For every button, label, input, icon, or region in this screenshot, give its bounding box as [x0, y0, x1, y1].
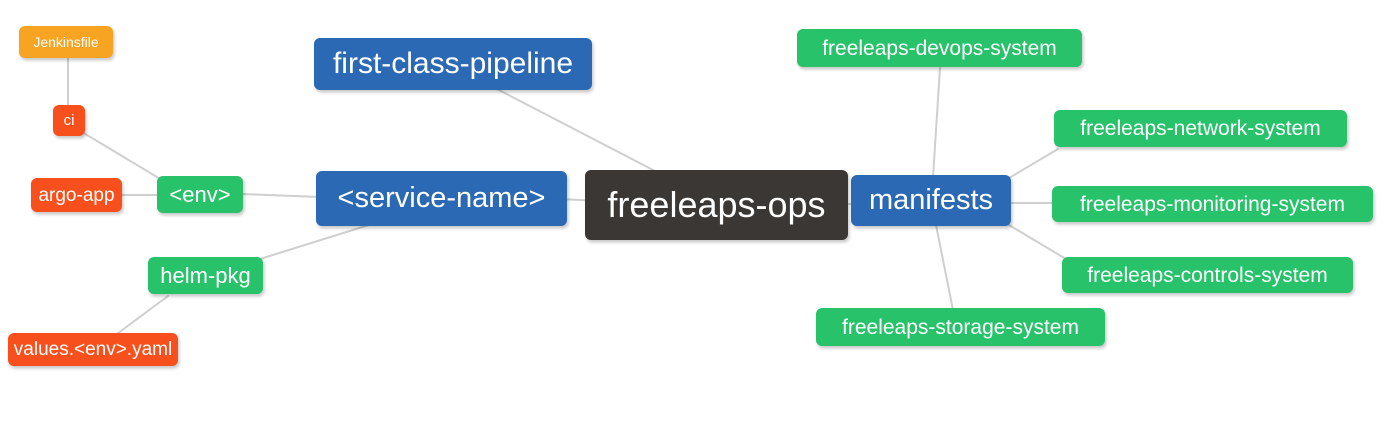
edge-manifests-freeleaps-network-system — [1003, 148, 1059, 182]
node-manifests[interactable]: manifests — [851, 175, 1011, 226]
node-service-name[interactable]: <service-name> — [316, 171, 567, 226]
edge-ci-env — [81, 131, 163, 181]
edge-helm-pkg-service-name — [259, 223, 373, 260]
edge-manifests-freeleaps-controls-system — [1003, 221, 1067, 260]
node-env[interactable]: <env> — [157, 176, 243, 213]
edge-manifests-freeleaps-storage-system — [935, 224, 954, 311]
node-freeleaps-devops-system[interactable]: freeleaps-devops-system — [797, 29, 1082, 67]
node-freeleaps-network-system[interactable]: freeleaps-network-system — [1054, 110, 1347, 147]
node-values-env-yaml[interactable]: values.<env>.yaml — [8, 333, 178, 366]
edge-manifests-freeleaps-devops-system — [932, 67, 941, 178]
node-helm-pkg[interactable]: helm-pkg — [148, 257, 263, 294]
node-ci[interactable]: ci — [53, 105, 85, 136]
node-freeleaps-controls-system[interactable]: freeleaps-controls-system — [1062, 257, 1353, 293]
node-argo-app[interactable]: argo-app — [31, 178, 122, 212]
edge-env-service-name — [240, 193, 321, 198]
node-jenkinsfile[interactable]: Jenkinsfile — [19, 26, 113, 58]
edge-first-class-pipeline-freeleaps-ops — [496, 88, 658, 173]
node-freeleaps-ops[interactable]: freeleaps-ops — [585, 170, 848, 240]
edge-values-env-yaml-helm-pkg — [116, 295, 169, 335]
node-freeleaps-monitoring-system[interactable]: freeleaps-monitoring-system — [1052, 186, 1373, 222]
node-first-class-pipeline[interactable]: first-class-pipeline — [314, 38, 592, 90]
node-freeleaps-storage-system[interactable]: freeleaps-storage-system — [816, 308, 1105, 346]
